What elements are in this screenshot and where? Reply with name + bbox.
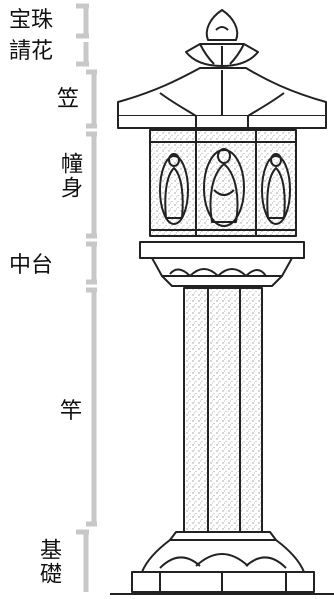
kiso-base	[110, 531, 334, 595]
bracket-nakadai	[86, 241, 97, 285]
label-kasa: 笠	[57, 87, 80, 112]
bracket-sao	[86, 287, 97, 527]
bracket-ukebana	[76, 42, 89, 67]
label-hibukuro: 幢身	[57, 152, 82, 200]
buddha-left	[159, 153, 189, 225]
bracket-kasa	[86, 69, 97, 129]
buddha-right	[261, 153, 291, 225]
section-brackets	[76, 3, 97, 592]
label-nakadai: 中台	[9, 253, 54, 278]
bracket-hoju	[76, 3, 89, 39]
label-ukebana: 請花	[9, 39, 54, 64]
label-sao: 竿	[60, 399, 83, 424]
nakadai-platform	[139, 241, 305, 287]
hibukuro-firebox	[149, 129, 297, 237]
label-hoju: 宝珠	[9, 8, 54, 33]
hoju-jewel	[205, 9, 239, 41]
buddha-center	[203, 148, 245, 227]
bracket-kiso	[76, 529, 89, 592]
bracket-hibukuro	[86, 131, 97, 239]
kasa-roof	[117, 67, 327, 129]
sao-pillar	[183, 287, 263, 533]
label-kiso: 基礎	[36, 538, 61, 586]
ukebana-lotus	[185, 43, 259, 67]
